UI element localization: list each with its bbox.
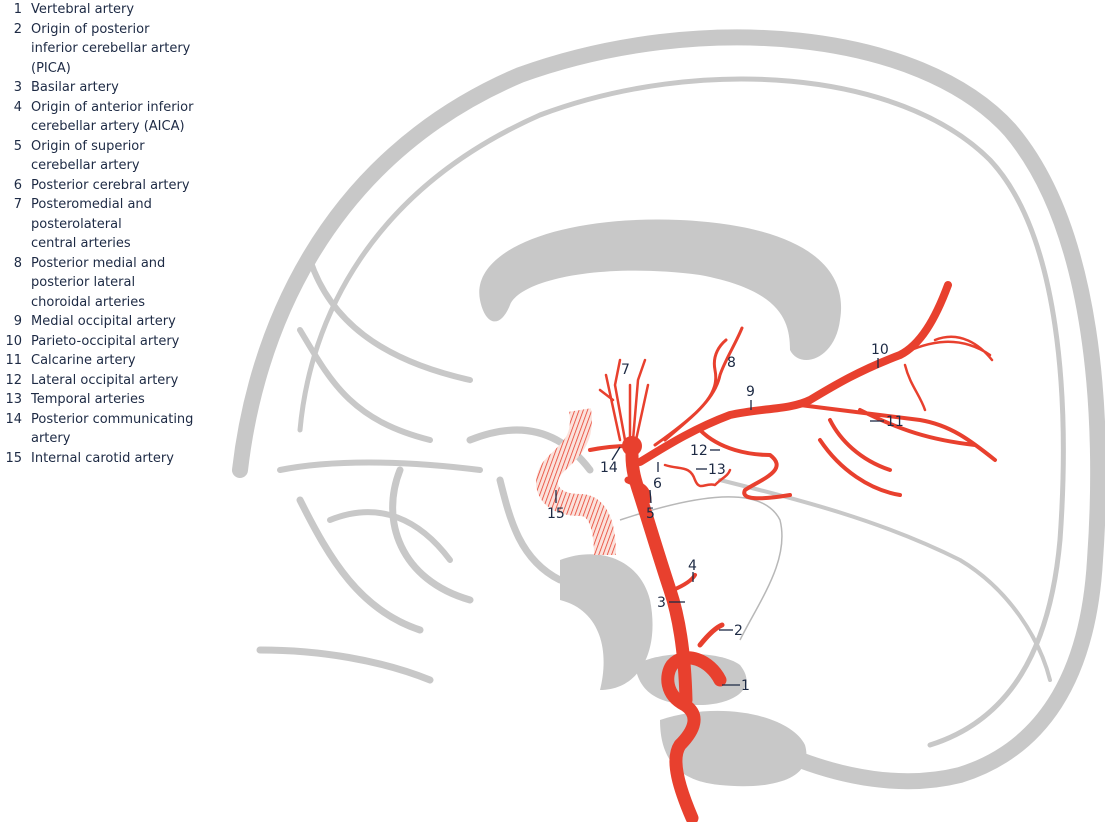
legend-number: 1 — [13, 2, 22, 17]
legend-number: 4 — [13, 99, 22, 115]
legend-text: Origin of superior cerebellar artery — [31, 138, 145, 174]
legend-item: 14 Posterior communicating artery — [0, 410, 200, 449]
label-8: 8 — [727, 355, 736, 371]
sphenoid-bone — [560, 554, 653, 690]
label-6: 6 — [653, 476, 662, 492]
temporal-arteries — [663, 463, 732, 488]
legend-text: Parieto-occipital artery — [31, 333, 180, 349]
choroidal-arteries — [653, 326, 744, 447]
lateral-occipital-artery — [698, 418, 902, 501]
face-bones — [256, 426, 594, 684]
brainstem-outline — [619, 496, 783, 641]
posterior-cerebral-origin — [622, 436, 642, 456]
legend-text: Origin of posterior inferior cerebellar … — [31, 21, 191, 76]
calcarine-artery — [798, 403, 997, 462]
label-13: 13 — [708, 462, 726, 478]
label-1: 1 — [741, 678, 750, 694]
label-11: 11 — [886, 414, 904, 430]
corpus-callosum — [479, 219, 842, 360]
legend-text: Posteromedial and posterolateral central… — [31, 197, 152, 251]
legend-number: 3 — [13, 80, 22, 95]
label-14: 14 — [600, 460, 618, 476]
legend-item: 15 Internal carotid artery — [0, 449, 200, 469]
legend-number: 9 — [13, 314, 22, 329]
legend-text: Temporal arteries — [31, 392, 145, 407]
legend-text: Basilar artery — [31, 80, 119, 95]
aica-origin — [671, 573, 697, 592]
posterior-cerebral-artery — [636, 281, 952, 466]
legend-text: Posterior communicating artery — [31, 411, 194, 447]
basilar-artery — [625, 448, 693, 707]
superior-cerebellar-origin — [624, 476, 652, 504]
legend-item: 10 Parieto-occipital artery — [0, 332, 200, 352]
legend-item: 6 Posterior cerebral artery — [0, 176, 200, 196]
legend-text: Origin of anterior inferior cerebellar a… — [31, 99, 194, 135]
legend-item: 8 Posterior medial and posterior lateral … — [0, 254, 200, 313]
legend-item: 13 Temporal arteries — [0, 390, 200, 410]
legend-number: 7 — [13, 197, 22, 212]
legend-item: 11 Calcarine artery — [0, 351, 200, 371]
legend-text: Posterior cerebral artery — [31, 177, 190, 193]
label-5: 5 — [646, 506, 655, 522]
legend-item: 4 Origin of anterior inferior cerebellar … — [0, 98, 200, 137]
legend-text: Lateral occipital artery — [31, 372, 179, 388]
legend-text: Calcarine artery — [31, 353, 136, 368]
legend-number: 10 — [5, 333, 22, 349]
legend-item: 1 Vertebral artery — [0, 0, 200, 20]
legend-item: 7 Posteromedial and posterolateral centra… — [0, 195, 200, 254]
label-10: 10 — [871, 342, 889, 358]
legend-number: 14 — [5, 411, 22, 427]
callout-labels: 1 2 3 4 5 6 7 8 9 10 11 12 13 14 15 — [547, 342, 904, 694]
parieto-occipital-branches — [898, 335, 994, 412]
label-2: 2 — [734, 623, 743, 639]
brain-outline — [297, 76, 1066, 748]
legend-item: 3 Basilar artery — [0, 78, 200, 98]
label-7: 7 — [621, 362, 630, 378]
legend-number: 8 — [13, 255, 22, 271]
legend-item: 2 Origin of posterior inferior cerebellar… — [0, 20, 200, 79]
legend-text: Posterior medial and posterior lateral c… — [31, 255, 166, 310]
legend-number: 11 — [5, 353, 22, 368]
legend-number: 13 — [5, 392, 22, 407]
legend-number: 15 — [5, 450, 22, 466]
legend-item: 12 Lateral occipital artery — [0, 371, 200, 391]
legend-number: 5 — [13, 138, 22, 154]
skull-outline — [232, 29, 1105, 790]
legend-text: Medial occipital artery — [31, 314, 176, 329]
posterior-communicating-artery — [588, 444, 630, 452]
legend-text: Vertebral artery — [31, 2, 135, 17]
frontal-sinus-lines — [277, 257, 483, 563]
legend-number: 12 — [5, 372, 22, 388]
internal-carotid-artery — [536, 408, 616, 556]
label-4: 4 — [688, 558, 697, 574]
legend-text: Internal carotid artery — [31, 450, 174, 466]
label-12: 12 — [690, 443, 708, 459]
central-arteries — [598, 358, 650, 442]
label-3: 3 — [657, 595, 666, 611]
legend-item: 9 Medial occipital artery — [0, 312, 200, 332]
label-15: 15 — [547, 506, 565, 522]
pica-origin — [697, 622, 725, 648]
cerebellar-tentorium — [718, 478, 1052, 682]
legend-item: 5 Origin of superior cerebellar artery — [0, 137, 200, 176]
legend-number: 2 — [13, 21, 22, 37]
legend: 1 Vertebral artery 2 Origin of posterior i… — [0, 0, 200, 468]
label-9: 9 — [746, 384, 755, 400]
legend-number: 6 — [13, 177, 22, 193]
